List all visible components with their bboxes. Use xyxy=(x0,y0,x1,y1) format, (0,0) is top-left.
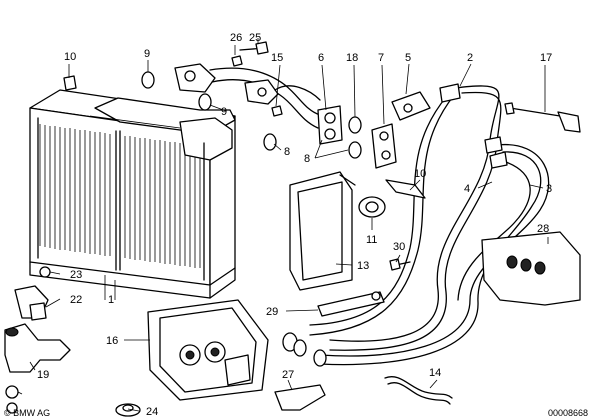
callout-22: 23 xyxy=(70,269,82,281)
top-fittings xyxy=(63,41,283,117)
callout-numbers: 10 9 26 25 15 6 18 7 5 2 17 9 8 8 10 4 3… xyxy=(37,32,552,418)
bracket-frame xyxy=(289,171,356,291)
diagram-number: 00008668 xyxy=(548,408,588,418)
gasket xyxy=(371,123,397,169)
callout-21: 22 xyxy=(70,294,82,306)
callout-15: 14 xyxy=(429,367,441,379)
callout-12: 15 xyxy=(271,52,283,64)
callout-2: 2 xyxy=(467,52,473,64)
grommet xyxy=(358,196,386,218)
callout-19: 19 xyxy=(37,369,49,381)
callout-26: 27 xyxy=(282,369,294,381)
valve xyxy=(391,91,431,121)
washer xyxy=(115,403,141,417)
callout-28: 29 xyxy=(266,306,278,318)
callout-29: 30 xyxy=(393,241,405,253)
heater-core xyxy=(29,89,236,299)
sensor-lead xyxy=(504,102,581,133)
callout-1: 1 xyxy=(108,294,114,306)
leader-lines xyxy=(17,38,549,412)
callout-23: 24 xyxy=(146,406,158,418)
callout-9-top: 9 xyxy=(144,48,150,60)
callout-25: 26 xyxy=(230,32,242,44)
left-fittings xyxy=(4,266,71,414)
callout-6: 6 xyxy=(318,52,324,64)
callout-10: 10 xyxy=(414,168,426,180)
o-rings xyxy=(141,71,362,159)
callout-24: 25 xyxy=(249,32,261,44)
upper-hoses xyxy=(174,63,343,145)
pipe-cover xyxy=(481,231,581,306)
callout-3: 3 xyxy=(546,183,552,195)
seal-strip xyxy=(385,179,426,199)
wire-clip xyxy=(384,376,453,405)
callout-9-mid: 9 xyxy=(221,106,227,118)
bottom-bracket xyxy=(274,384,326,411)
callout-13: 13 xyxy=(357,260,369,272)
callout-14: 10 xyxy=(64,51,76,63)
callout-17: 17 xyxy=(540,52,552,64)
callout-5: 5 xyxy=(405,52,411,64)
valve-housing xyxy=(147,299,269,401)
callout-7: 7 xyxy=(378,52,384,64)
copyright-label: © BMW AG xyxy=(4,408,50,418)
callout-8-left: 8 xyxy=(284,146,290,158)
screw xyxy=(389,258,411,271)
callout-11: 11 xyxy=(366,234,377,246)
callout-18: 18 xyxy=(346,52,358,64)
callout-4: 4 xyxy=(464,183,470,195)
callout-27: 28 xyxy=(537,223,549,235)
callout-16: 16 xyxy=(106,335,118,347)
clip-strip xyxy=(317,291,385,317)
callout-8-right: 8 xyxy=(304,153,310,165)
